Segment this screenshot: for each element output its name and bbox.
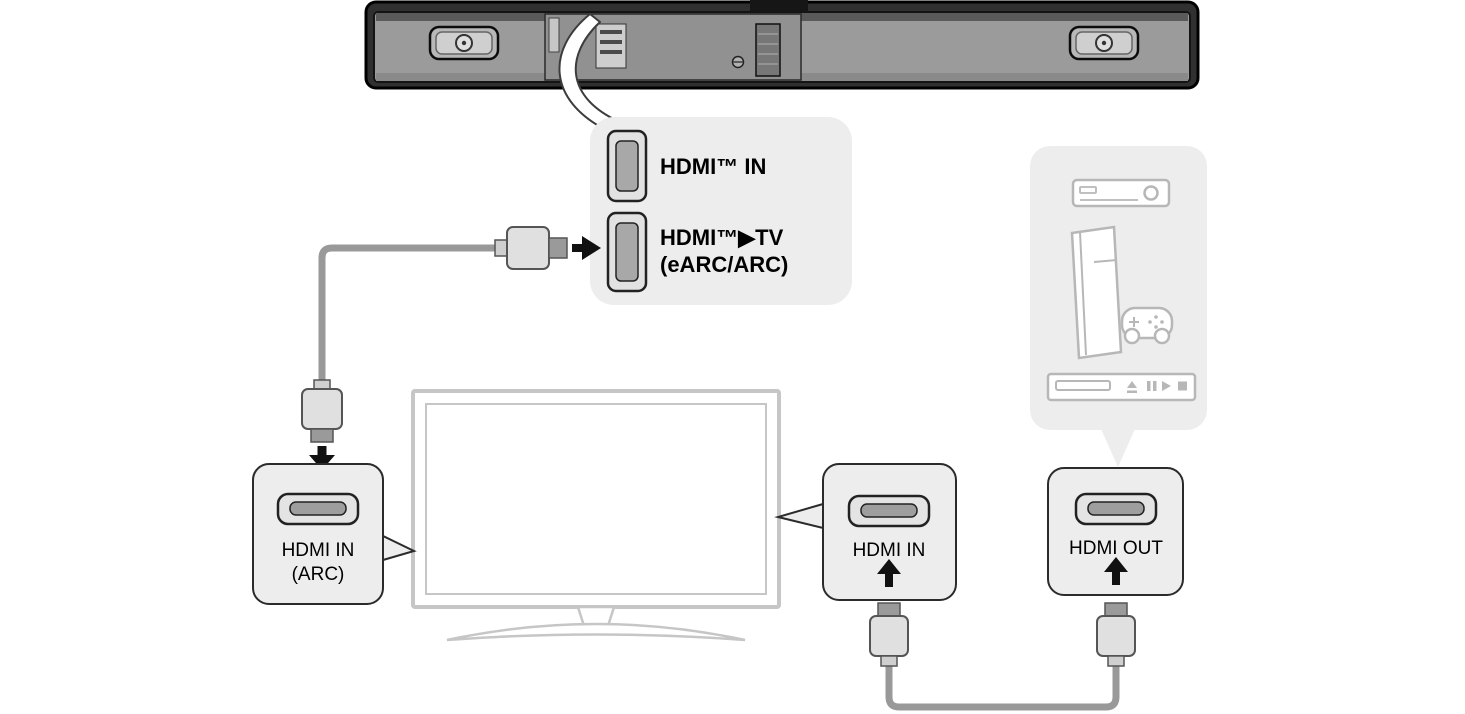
mount-bracket-left <box>428 25 500 61</box>
tv <box>411 389 781 642</box>
arrow-right-icon <box>572 236 601 260</box>
hdmi-port-icon <box>1074 492 1158 526</box>
arrow-down-icon <box>309 446 335 470</box>
soundbar-port-callout: HDMI™ IN HDMI™▶TV (eARC/ARC) <box>590 117 852 305</box>
hdmi-tv-label-line2: (eARC/ARC) <box>660 252 788 277</box>
device-callout <box>1030 146 1207 430</box>
device-hdmi-out-label: HDMI OUT <box>1069 538 1163 559</box>
leader-wedge-hdmi-in <box>774 502 824 530</box>
hdmi-tv-label-line1: HDMI™▶TV <box>660 225 784 250</box>
set-top-box-icon <box>1071 178 1171 208</box>
soundbar-top-tab <box>750 0 808 12</box>
mount-bracket-right <box>1068 25 1140 61</box>
hdmi-in-label: HDMI™ IN <box>660 154 766 179</box>
tv-hdmi-in-label: HDMI IN <box>853 540 926 561</box>
game-console-icon <box>1070 225 1174 360</box>
arrow-up-icon <box>877 559 901 587</box>
transport-buttons-icon <box>1127 381 1187 393</box>
hdmi-plug-right-icon <box>494 226 568 270</box>
disc-player-icon <box>1046 372 1197 402</box>
device-hdmi-out-box: HDMI OUT <box>1047 467 1184 596</box>
hdmi-in-port-icon <box>606 129 648 203</box>
tv-arc-port-box: HDMI IN (ARC) <box>252 463 384 605</box>
ridged-connector-icon <box>755 23 781 77</box>
tv-arc-label-line1: HDMI IN <box>282 540 355 561</box>
hdmi-cable-device <box>885 664 1120 711</box>
soundbar <box>364 0 1200 90</box>
hdmi-cable-tv <box>318 244 497 382</box>
leader-wedge-arc <box>382 534 417 562</box>
hdmi-tv-port-icon <box>606 211 648 293</box>
tv-hdmi-in-box: HDMI IN <box>822 463 957 601</box>
hdmi-port-icon <box>847 494 931 528</box>
arrow-up-icon <box>1104 557 1128 585</box>
tv-arc-label-line2: (ARC) <box>292 564 345 585</box>
tv-stand-base <box>446 622 746 642</box>
hdmi-plug-up-icon <box>1096 602 1136 667</box>
hdmi-plug-up-icon <box>869 602 909 667</box>
device-callout-tail <box>1101 429 1135 467</box>
hdmi-plug-down-icon <box>301 379 343 443</box>
hdmi-port-icon <box>276 492 360 526</box>
